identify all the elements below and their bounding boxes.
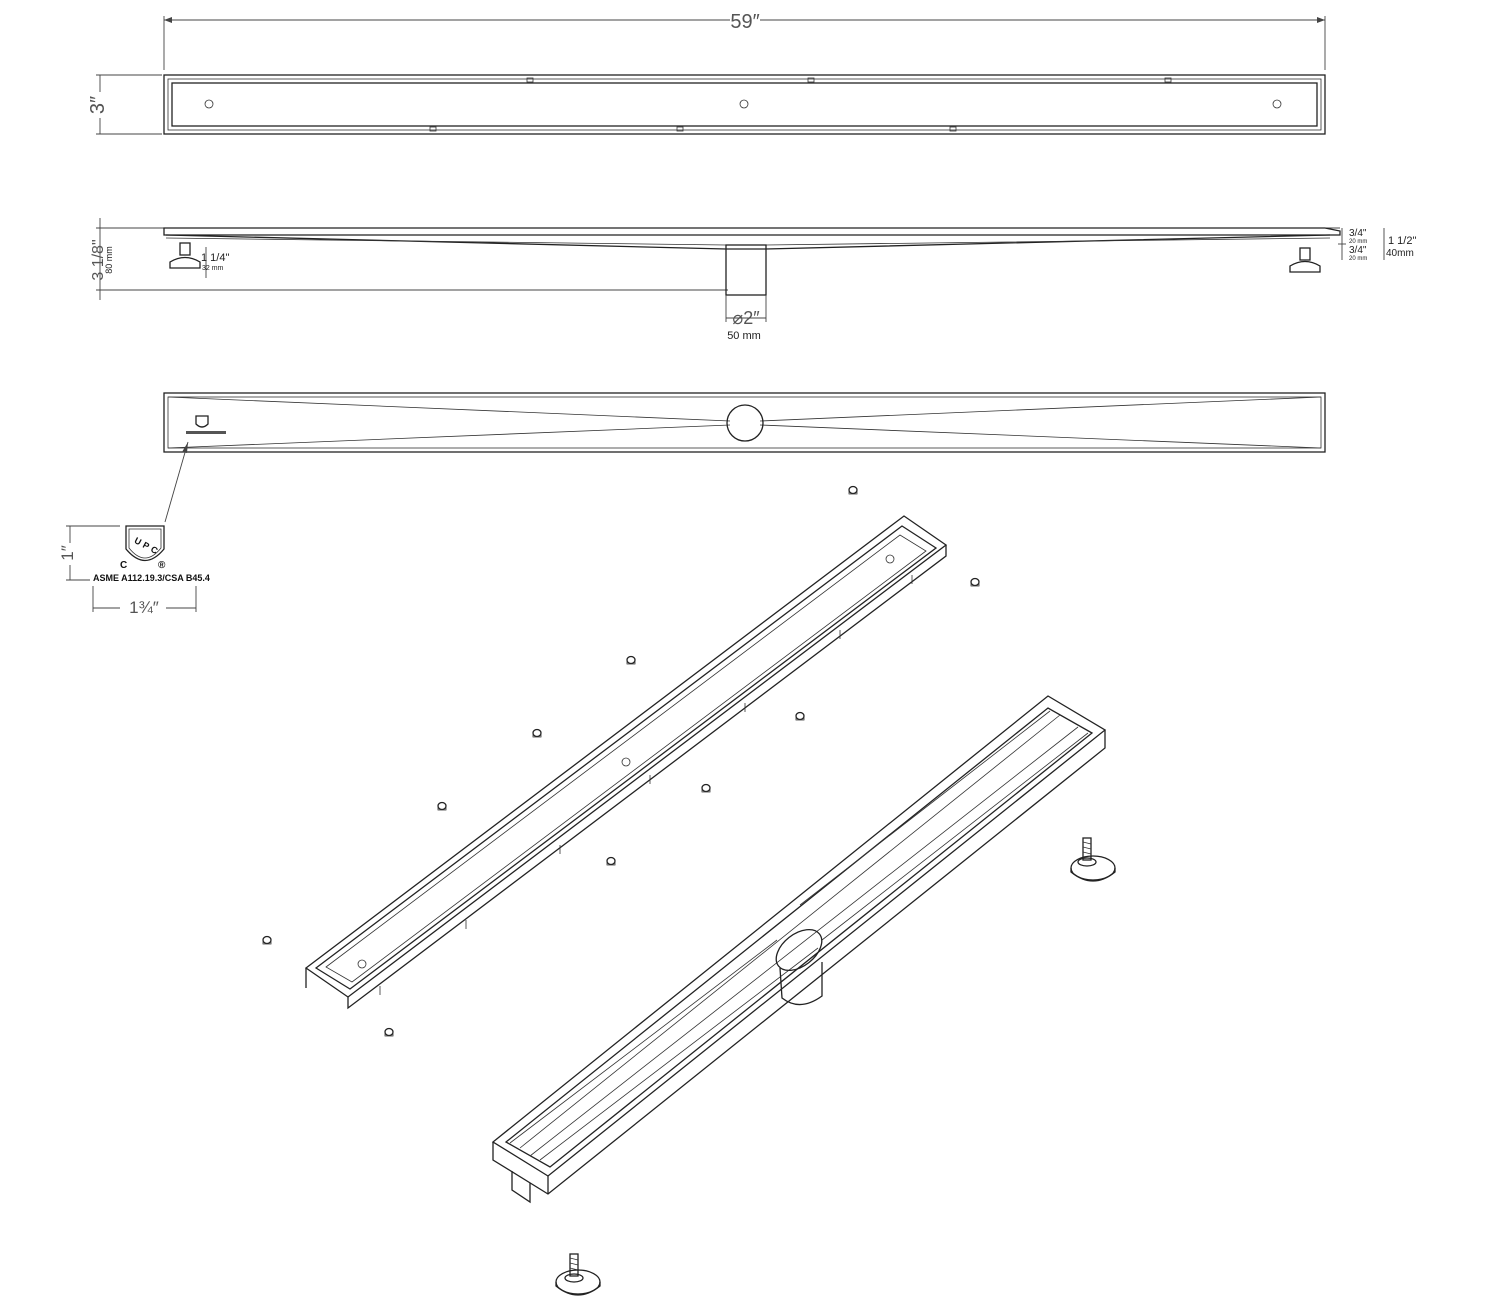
callout-leader-line bbox=[164, 441, 189, 523]
tab-marker bbox=[429, 126, 437, 132]
channel-end-flange bbox=[511, 1171, 531, 1204]
outlet-diameter-label: ⌀2″ bbox=[732, 308, 760, 328]
upper-adjust-mm-label: 20 mm bbox=[1349, 239, 1367, 245]
slope-line bbox=[759, 396, 1322, 422]
channel-top-rim bbox=[491, 695, 1107, 1177]
plan-view bbox=[163, 392, 1326, 523]
channel-outline bbox=[163, 392, 1326, 453]
label-backdrop bbox=[60, 543, 78, 565]
upc-shield-icon bbox=[125, 525, 165, 562]
leveling-foot-left bbox=[169, 256, 201, 269]
height-mm-label: 80 mm bbox=[104, 246, 114, 274]
slope-line bbox=[759, 424, 1322, 449]
grate-tabs bbox=[379, 575, 913, 995]
total-adjust-label: 1 1/2" bbox=[1388, 235, 1416, 247]
certification-badge: UPC C ® ASME A112.19.3/CSA B45.4 1″ 1¾″ bbox=[58, 525, 210, 618]
lower-adjust-mm-label: 20 mm bbox=[1349, 256, 1367, 262]
leg-height-mm-label: 32 mm bbox=[202, 265, 224, 272]
screws bbox=[262, 485, 980, 1037]
arrow-icon bbox=[182, 442, 188, 453]
registered-mark: ® bbox=[158, 560, 166, 571]
upc-badge-text: UPC bbox=[133, 535, 162, 557]
exploded-grate bbox=[304, 515, 948, 1010]
drain-grate-panel bbox=[171, 82, 1318, 127]
outlet-hole bbox=[726, 404, 764, 442]
arrow-icon bbox=[164, 17, 172, 23]
c-mark: C bbox=[120, 560, 127, 571]
total-adjust-mm-label: 40mm bbox=[1386, 248, 1414, 259]
grate-side-edge bbox=[347, 545, 947, 1010]
screw-hole-icon bbox=[204, 99, 214, 109]
length-label: 59″ bbox=[730, 11, 759, 33]
tab-marker bbox=[526, 77, 534, 83]
height-label: 3 1/8" bbox=[90, 239, 107, 280]
tab-marker bbox=[676, 126, 684, 132]
channel-inner-rim bbox=[504, 707, 1094, 1168]
leg-height-label: 1 1/4" bbox=[201, 252, 229, 264]
grate-panel bbox=[325, 534, 927, 983]
tab-marker bbox=[1164, 77, 1172, 83]
screw-icon bbox=[437, 801, 447, 811]
width-label: 3″ bbox=[87, 96, 109, 114]
screw-hole-icon bbox=[739, 99, 749, 109]
screw-hole-icon bbox=[357, 959, 367, 969]
screw-icon bbox=[262, 935, 272, 945]
badge-height-label: 1″ bbox=[58, 545, 77, 560]
screw-icon bbox=[848, 485, 858, 495]
standard-text-small bbox=[186, 431, 226, 434]
label-backdrop bbox=[730, 8, 760, 30]
channel-slope bbox=[165, 234, 1331, 250]
leveling-foot-right bbox=[1289, 260, 1321, 273]
standard-label: ASME A112.19.3/CSA B45.4 bbox=[93, 573, 210, 583]
channel-outlet-pipe bbox=[779, 962, 823, 1006]
outlet-diameter-mm-label: 50 mm bbox=[727, 330, 761, 342]
arrow-icon bbox=[1317, 17, 1325, 23]
leveling-foot-lower-icon bbox=[555, 1253, 601, 1296]
outlet-pipe bbox=[725, 244, 767, 296]
channel-slope-lines bbox=[509, 710, 1089, 1161]
top-view: 59″ 3″ bbox=[87, 8, 1326, 135]
side-view: 3 1/8" 80 mm ⌀2″ 50 mm 1 1/4" 32 mm 3/4"… bbox=[90, 218, 1416, 342]
slope-line bbox=[167, 424, 731, 449]
screw-icon bbox=[970, 577, 980, 587]
lower-adjust-label: 3/4" bbox=[1349, 245, 1367, 256]
screw-hole-icon bbox=[885, 554, 895, 564]
slope-line bbox=[167, 396, 731, 422]
upc-shield-inner bbox=[128, 528, 162, 559]
leveling-bolt-left bbox=[179, 242, 191, 256]
upper-adjust-label: 3/4" bbox=[1349, 228, 1367, 239]
grate-profile bbox=[163, 227, 1341, 236]
exploded-view bbox=[262, 485, 1116, 1296]
screw-icon bbox=[795, 711, 805, 721]
grate-outer-frame bbox=[304, 515, 948, 998]
channel-floor-lines bbox=[519, 714, 1079, 1157]
screw-icon bbox=[384, 1027, 394, 1037]
grate-inner-frame bbox=[314, 525, 938, 990]
channel-inner-outline bbox=[167, 396, 1322, 449]
screw-icon bbox=[532, 728, 542, 738]
screw-icon bbox=[701, 783, 711, 793]
leveling-bolt-right bbox=[1299, 247, 1311, 261]
exploded-channel bbox=[491, 695, 1107, 1204]
screw-hole-icon bbox=[1272, 99, 1282, 109]
leveling-foot-upper-icon bbox=[1070, 837, 1116, 882]
label-backdrop bbox=[120, 596, 166, 618]
upc-mark-small-icon bbox=[195, 415, 209, 428]
badge-width-label: 1¾″ bbox=[129, 598, 159, 617]
channel-outlet-hole bbox=[775, 928, 823, 972]
drain-grate-frame bbox=[167, 78, 1322, 131]
label-backdrop bbox=[88, 92, 112, 118]
tab-marker bbox=[807, 77, 815, 83]
screw-icon bbox=[626, 655, 636, 665]
tab-marker bbox=[949, 126, 957, 132]
screw-icon bbox=[606, 856, 616, 866]
screw-hole-icon bbox=[621, 757, 631, 767]
drain-grate-outline bbox=[163, 74, 1326, 135]
